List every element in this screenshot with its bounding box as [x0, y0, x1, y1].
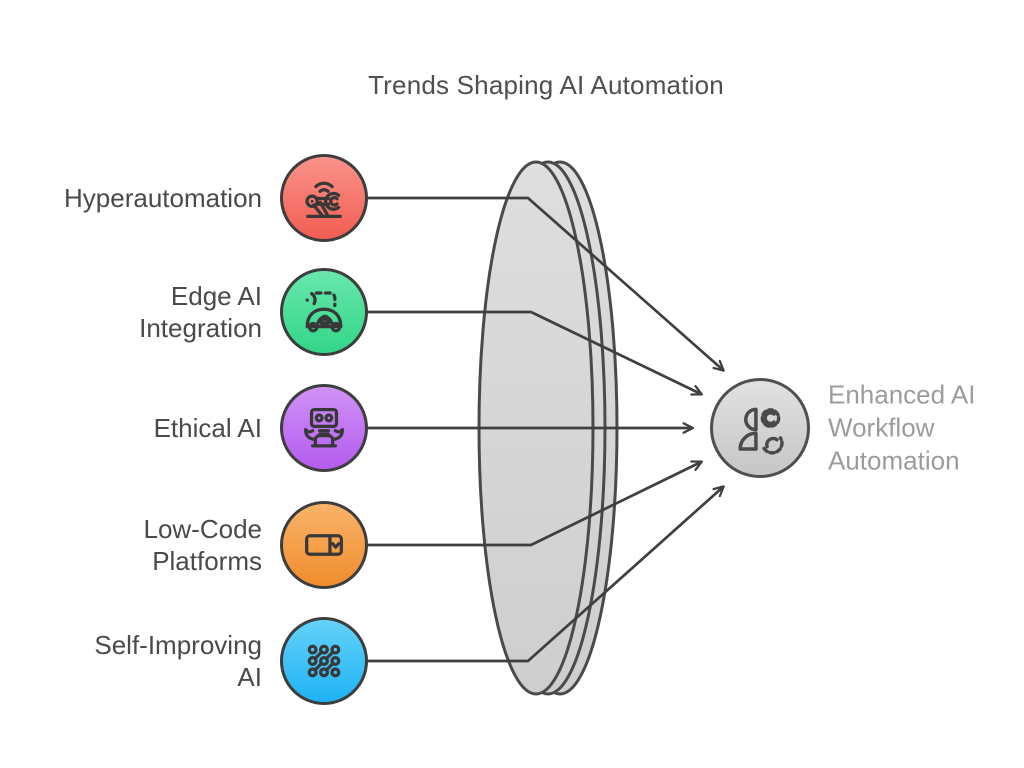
connector-hyperautomation	[362, 196, 725, 372]
dropdown-ui-icon	[305, 534, 343, 556]
node-label-hyperautomation: Hyperautomation	[64, 183, 262, 213]
robot-arm-icon	[305, 181, 342, 219]
robot-icon	[303, 407, 345, 448]
diagram-title: Trends Shaping AI Automation	[368, 70, 724, 100]
node-circle-self-improving	[280, 617, 368, 705]
node-label-low-code: Low-Code Platforms	[143, 514, 262, 576]
person-gear-icon	[738, 407, 784, 455]
node-label-edge-ai: Edge AI Integration	[139, 281, 262, 343]
node-circle-ethical-ai	[280, 384, 368, 472]
node-circle-low-code	[280, 501, 368, 589]
node-label-self-improving: Self-Improving AI	[94, 630, 262, 692]
connector-low-code	[362, 460, 703, 547]
node-label-ethical-ai: Ethical AI	[153, 413, 262, 443]
node-circle-hyperautomation	[280, 154, 368, 242]
smart-car-icon	[305, 291, 343, 333]
node-circle-edge-ai	[280, 268, 368, 356]
connector-self-improving	[362, 485, 725, 663]
output-circle	[710, 378, 810, 478]
network-grid-icon	[307, 644, 341, 678]
output-label: Enhanced AI Workflow Automation	[828, 379, 976, 476]
connector-arrows	[362, 196, 725, 663]
connector-edge-ai	[362, 310, 703, 396]
